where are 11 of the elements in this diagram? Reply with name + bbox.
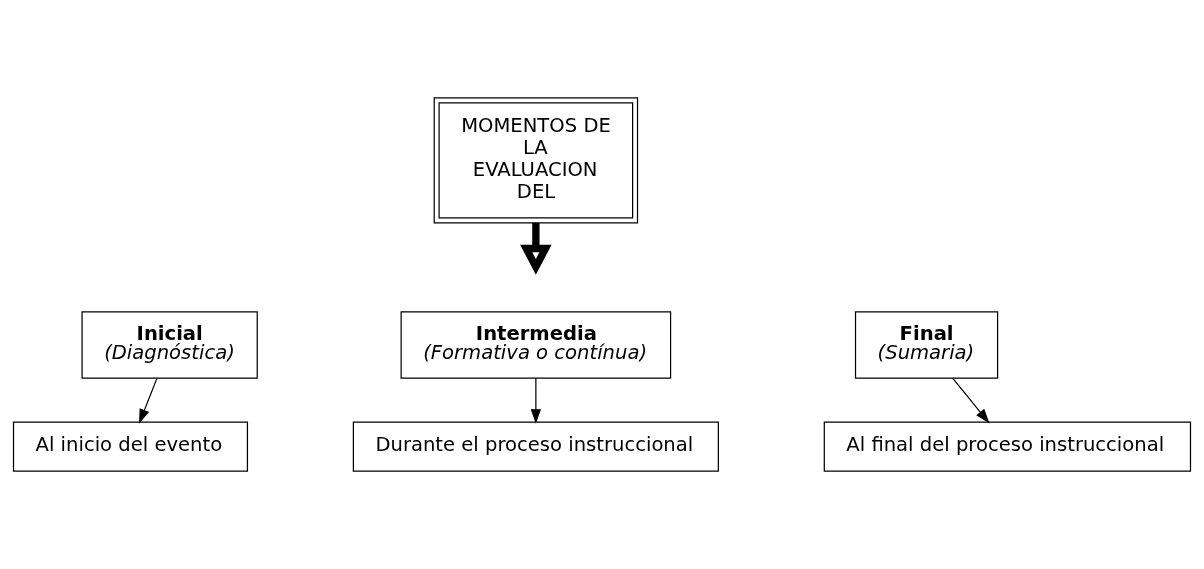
node-box: MOMENTOS DE LA EVALUACION DEL	[433, 97, 639, 224]
arrow	[951, 377, 990, 424]
node-box: Intermedia (Formativa o contínua)	[400, 311, 672, 379]
arrow	[139, 377, 158, 424]
node-box: Al inicio del evento	[12, 421, 249, 472]
node-box: Inicial (Diagnóstica)	[81, 311, 258, 379]
node-box: Al final del proceso instruccional	[823, 421, 1192, 472]
arrow	[530, 377, 541, 424]
node-box: Durante el proceso instruccional	[352, 421, 719, 472]
node-box: Final (Sumaria)	[854, 311, 999, 379]
arrow	[520, 222, 552, 275]
